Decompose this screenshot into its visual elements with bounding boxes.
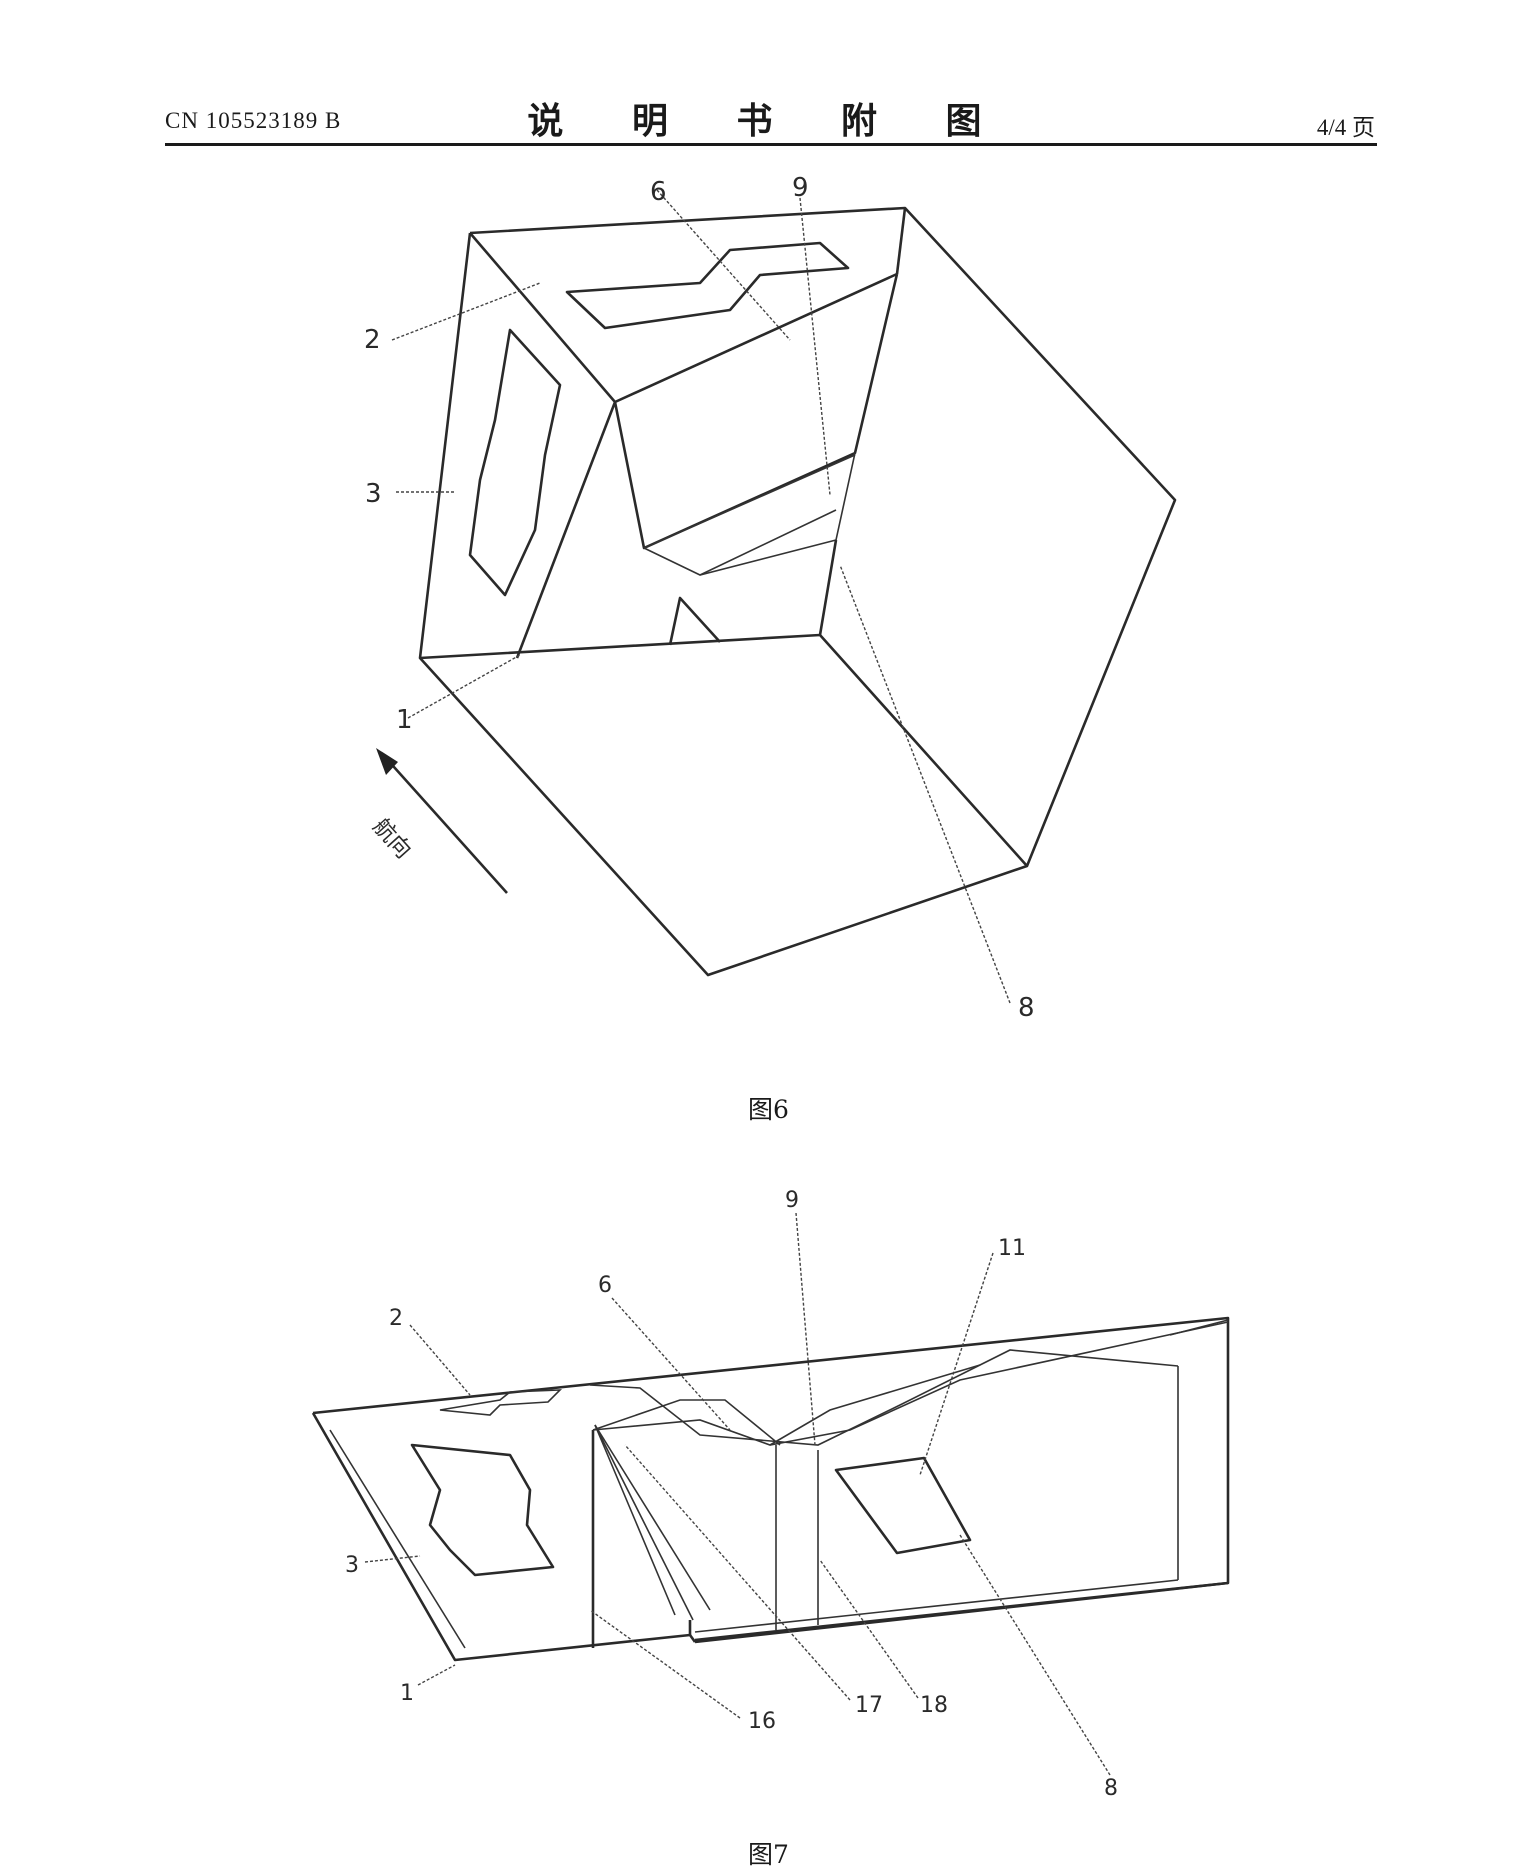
fig6-label-3: 3 — [365, 479, 382, 509]
fig7-label-9: 9 — [785, 1188, 799, 1213]
figure-7-caption: 图7 — [748, 1840, 789, 1869]
fig7-label-16: 16 — [748, 1709, 776, 1734]
fig6-label-6: 6 — [650, 177, 667, 207]
fig6-label-8: 8 — [1018, 993, 1035, 1023]
page-title: 说 明 书 附 图 — [527, 101, 1010, 142]
fig6-label-2: 2 — [364, 325, 381, 355]
fig7-label-17: 17 — [855, 1693, 883, 1718]
fig7-label-11: 11 — [998, 1236, 1026, 1261]
patent-number: CN 105523189 B — [165, 108, 342, 133]
fig7-label-8: 8 — [1104, 1776, 1118, 1801]
fig7-label-6: 6 — [598, 1273, 612, 1298]
heading-label: 航向 — [368, 814, 416, 863]
header-rule — [165, 143, 1377, 146]
page-number: 4/4 页 — [1316, 115, 1375, 140]
fig6-label-1: 1 — [396, 705, 413, 735]
fig7-label-18: 18 — [920, 1693, 948, 1718]
fig7-label-1: 1 — [400, 1681, 414, 1706]
fig7-label-2: 2 — [389, 1306, 403, 1331]
fig7-label-3: 3 — [345, 1553, 359, 1578]
figure-6-caption: 图6 — [748, 1095, 789, 1124]
fig6-label-9: 9 — [792, 173, 809, 203]
